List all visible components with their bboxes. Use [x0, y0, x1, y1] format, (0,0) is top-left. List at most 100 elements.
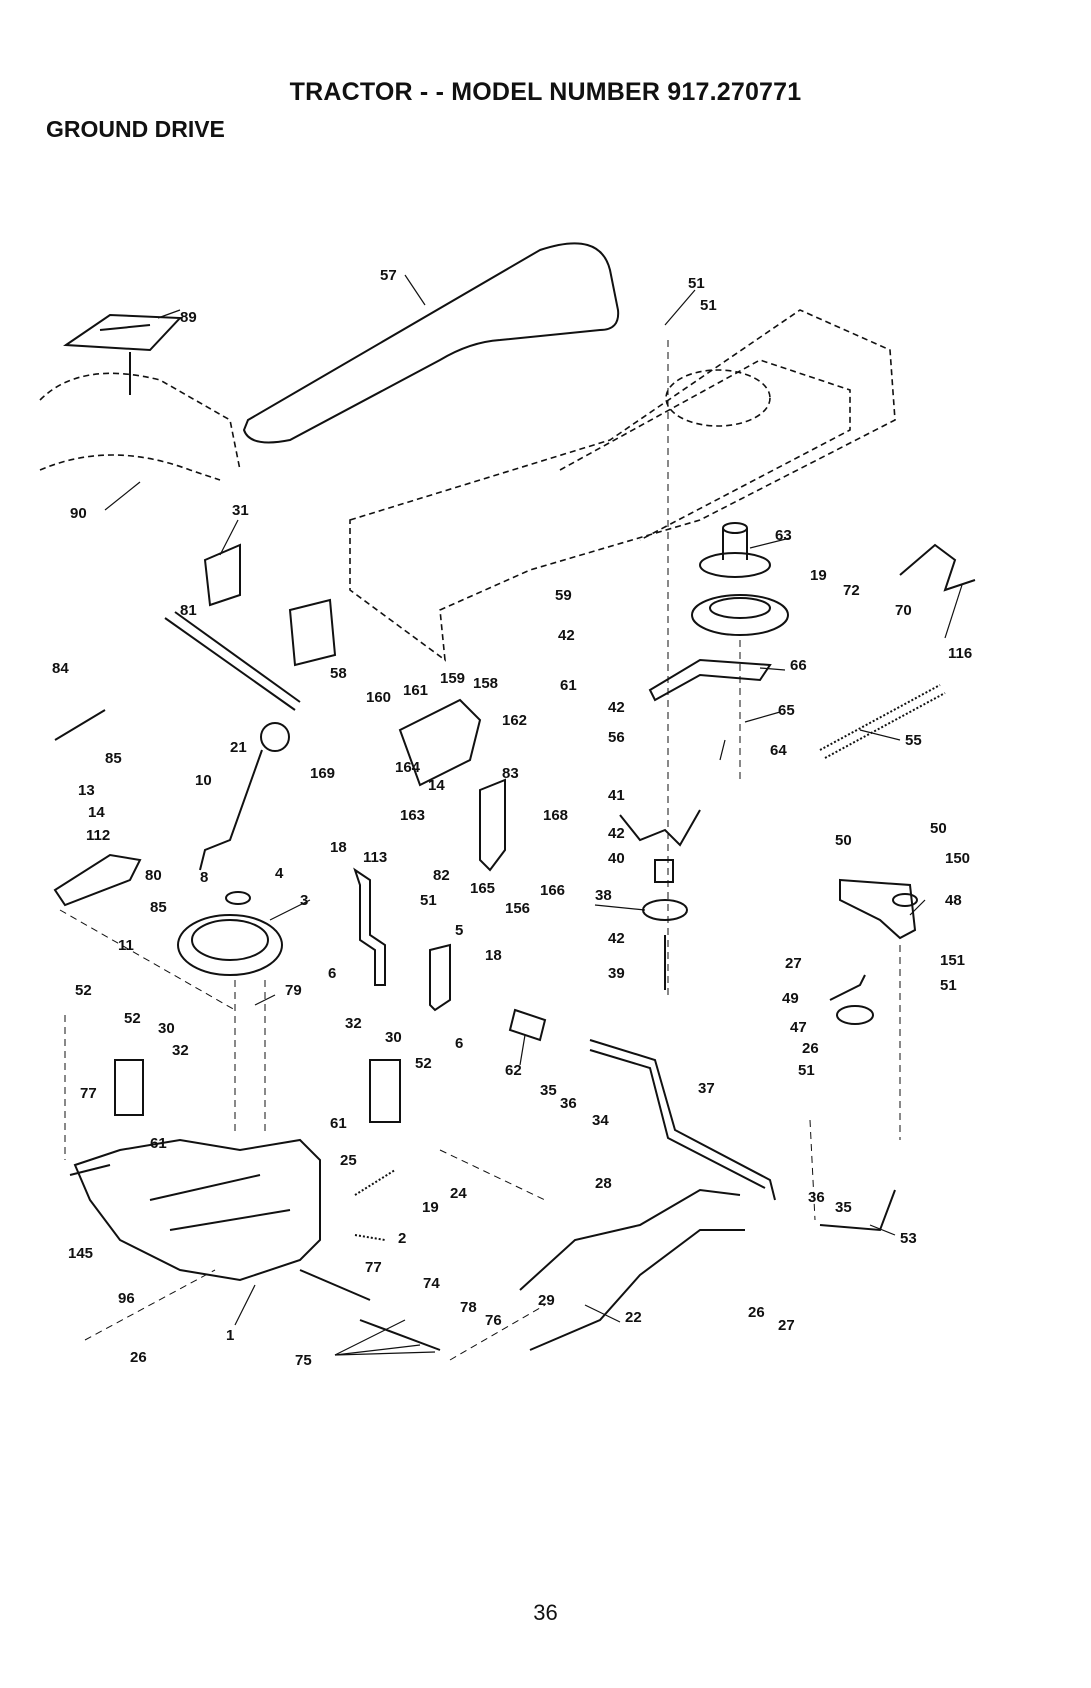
bracket-113 [353, 867, 386, 986]
shift-plate [63, 313, 183, 352]
callout-39: 39 [608, 965, 625, 982]
page-title: TRACTOR - - MODEL NUMBER 917.270771 [289, 78, 802, 106]
callout-165: 165 [470, 880, 495, 897]
callout-62: 62 [505, 1062, 522, 1079]
callout-61: 61 [330, 1115, 347, 1132]
callout-27: 27 [778, 1317, 795, 1334]
frame-hole [665, 369, 771, 427]
callout-64: 64 [770, 742, 787, 759]
callout-51: 51 [688, 275, 705, 292]
callout-32: 32 [345, 1015, 362, 1032]
lever-21 [199, 749, 263, 871]
idler-47 [836, 1005, 874, 1025]
plate-30-left [114, 1059, 144, 1116]
section-title: GROUND DRIVE [46, 116, 225, 142]
callout-42: 42 [608, 930, 625, 947]
spring-55-b [824, 692, 946, 759]
callout-63: 63 [775, 527, 792, 544]
frame-inner [559, 359, 851, 541]
callout-19: 19 [810, 567, 827, 584]
callout-85: 85 [105, 750, 122, 767]
transaxle [73, 1138, 321, 1282]
bracket-80 [53, 853, 142, 907]
callout-81: 81 [180, 602, 197, 619]
callout-57: 57 [380, 267, 397, 284]
callout-151: 151 [940, 952, 965, 969]
callout-48: 48 [945, 892, 962, 909]
callout-55: 55 [905, 732, 922, 749]
pulley-63-inner [709, 597, 771, 619]
callout-8: 8 [200, 869, 208, 886]
callout-169: 169 [310, 765, 335, 782]
callout-51: 51 [700, 297, 717, 314]
callout-166: 166 [540, 882, 565, 899]
callout-32: 32 [172, 1042, 189, 1059]
callout-4: 4 [275, 865, 284, 882]
page-number: 36 [533, 1600, 558, 1625]
callout-30: 30 [385, 1029, 402, 1046]
callout-162: 162 [502, 712, 527, 729]
callout-40: 40 [608, 850, 625, 867]
pivot-bracket [398, 698, 482, 787]
callout-79: 79 [285, 982, 302, 999]
callout-72: 72 [843, 582, 860, 599]
callout-70: 70 [895, 602, 912, 619]
callout-65: 65 [778, 702, 795, 719]
callout-52: 52 [75, 982, 92, 999]
leader-lines [59, 274, 963, 1361]
pulley-3 [177, 914, 283, 976]
pulley-63-flange [699, 552, 771, 578]
callout-52: 52 [415, 1055, 432, 1072]
fender-outline-2 [39, 454, 221, 481]
spring-2 [354, 1234, 386, 1241]
callout-75: 75 [295, 1352, 312, 1369]
spacer-62 [508, 1008, 547, 1042]
callout-14: 14 [88, 804, 105, 821]
callout-50: 50 [835, 832, 852, 849]
callout-156: 156 [505, 900, 530, 917]
tractor-frame [349, 309, 896, 662]
axle-left [69, 1164, 111, 1176]
callout-2: 2 [398, 1230, 406, 1247]
callout-51: 51 [420, 892, 437, 909]
callout-80: 80 [145, 867, 162, 884]
callout-28: 28 [595, 1175, 612, 1192]
spacer-40 [654, 859, 674, 883]
pulley-3-inner [191, 919, 269, 961]
callout-6: 6 [328, 965, 336, 982]
callout-38: 38 [595, 887, 612, 904]
callout-158: 158 [473, 675, 498, 692]
callout-37: 37 [698, 1080, 715, 1097]
callout-36: 36 [560, 1095, 577, 1112]
pedal-shaft [164, 617, 296, 711]
knob-21 [260, 722, 290, 752]
callout-164: 164 [395, 759, 421, 776]
idler-38 [642, 899, 688, 921]
callout-18: 18 [330, 839, 347, 856]
callout-26: 26 [748, 1304, 765, 1321]
callout-36: 36 [808, 1189, 825, 1206]
callout-31: 31 [232, 502, 249, 519]
callout-59: 59 [555, 587, 572, 604]
callout-24: 24 [450, 1185, 467, 1202]
pedal-shaft-2 [174, 611, 301, 703]
rod-84 [54, 709, 106, 741]
callout-19: 19 [422, 1199, 439, 1216]
rod-34-b [589, 1049, 766, 1189]
bracket-165 [479, 778, 506, 872]
callout-29: 29 [538, 1292, 555, 1309]
callout-84: 84 [52, 660, 69, 677]
callout-83: 83 [502, 765, 519, 782]
callout-78: 78 [460, 1299, 477, 1316]
callout-41: 41 [608, 787, 625, 804]
callout-163: 163 [400, 807, 425, 824]
bracket-70 [899, 543, 976, 592]
spring-55 [819, 684, 941, 751]
callout-47: 47 [790, 1019, 807, 1036]
washer-stack [359, 1319, 441, 1351]
bracket-48 [839, 878, 917, 940]
callout-61: 61 [150, 1135, 167, 1152]
idler-arm [648, 658, 772, 702]
callout-160: 160 [366, 689, 391, 706]
axle-right [299, 1269, 371, 1301]
